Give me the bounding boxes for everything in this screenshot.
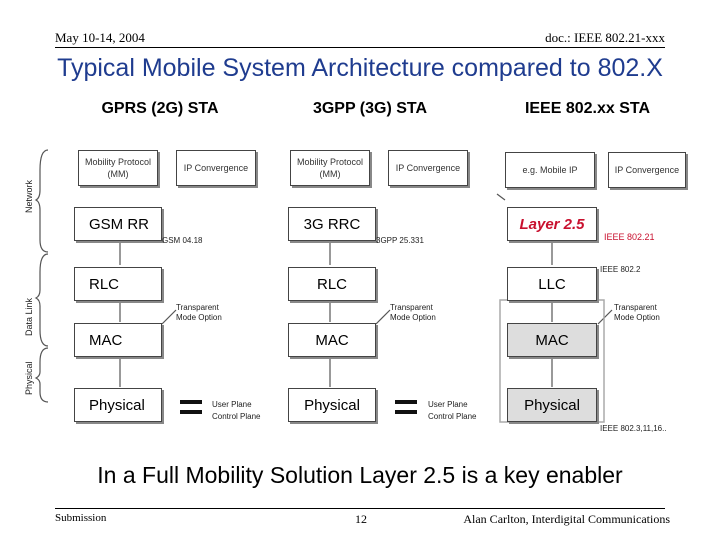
umts-mac-box: MAC <box>288 323 376 357</box>
ieee-phy-note: IEEE 802.3,11,16.. <box>600 424 667 433</box>
gprs-mac-box: MAC <box>74 323 162 357</box>
umts-rlc-box: RLC <box>288 267 376 301</box>
footer-author: Alan Carlton, Interdigital Communication… <box>463 512 670 526</box>
gprs-rlc-text: RLC <box>89 275 120 293</box>
gprs-rr-box: GSM RR <box>74 207 162 241</box>
user-plane-label-2: User Plane <box>428 400 468 409</box>
gprs-mobility-box: Mobility Protocol (MM) <box>78 150 158 186</box>
umts-rrc-text: 3G RRC <box>303 215 361 233</box>
page-number: 12 <box>355 512 367 526</box>
column-gprs: GPRS (2G) STA <box>101 100 219 117</box>
ieee-mobileip-text: e.g. Mobile IP <box>522 165 578 175</box>
gprs-rr-note: GSM 04.18 <box>162 236 203 245</box>
ieee-layer25-text: Layer 2.5 <box>519 215 585 233</box>
ieee-llc-text: LLC <box>538 275 566 293</box>
ieee-llc-box: LLC <box>507 267 597 301</box>
control-plane-label: Control Plane <box>212 412 261 421</box>
umts-mobility-box: Mobility Protocol (MM) <box>290 150 370 186</box>
umts-rrc-box: 3G RRC <box>288 207 376 241</box>
gprs-transparent-note: Transparent Mode Option <box>176 303 222 322</box>
gprs-ip-text: IP Convergence <box>183 163 249 173</box>
ieee-mac-text: MAC <box>535 331 569 349</box>
date-text: May 10-14, 2004 <box>55 30 145 45</box>
page-title: Typical Mobile System Architecture compa… <box>57 54 663 82</box>
control-plane-marker <box>180 410 202 414</box>
gprs-rlc-box: RLC <box>74 267 162 301</box>
user-plane-marker <box>180 400 202 404</box>
gprs-ip-box: IP Convergence <box>176 150 256 186</box>
footer-rule <box>55 508 665 509</box>
control-plane-label-2: Control Plane <box>428 412 477 421</box>
column-3gpp: 3GPP (3G) STA <box>312 100 428 117</box>
doc-id: doc.: IEEE 802.21-xxx <box>545 30 665 45</box>
ieee-phy-box: Physical <box>507 388 597 422</box>
ieee-llc-note: IEEE 802.2 <box>600 265 641 274</box>
umts-ip-text: IP Convergence <box>395 163 461 173</box>
ieee-mobileip-box: e.g. Mobile IP <box>505 152 595 188</box>
header-rule <box>55 47 665 48</box>
user-plane-marker-2 <box>395 400 417 404</box>
user-plane-label: User Plane <box>212 400 252 409</box>
umts-rrc-note: 3GPP 25.331 <box>376 236 424 245</box>
umts-phy-text: Physical <box>304 396 360 414</box>
umts-mac-text: MAC <box>315 331 349 349</box>
layer-braces <box>34 149 49 403</box>
ieee-mac-box: MAC <box>507 323 597 357</box>
ieee-ip-text: IP Convergence <box>614 165 680 175</box>
column-ieee: IEEE 802.xx STA <box>524 100 651 117</box>
footer-submission: Submission <box>55 512 107 524</box>
ieee-layer25-box: Layer 2.5 <box>507 207 597 241</box>
ieee-layer25-note: IEEE 802.21 <box>604 232 655 242</box>
gprs-phy-box: Physical <box>74 388 162 422</box>
umts-transparent-note: Transparent Mode Option <box>390 303 436 322</box>
umts-rlc-text: RLC <box>316 275 347 293</box>
umts-ip-box: IP Convergence <box>388 150 468 186</box>
gprs-rr-text: GSM RR <box>89 215 149 233</box>
gprs-mac-text: MAC <box>89 331 123 349</box>
gprs-mobility-text: Mobility Protocol (MM) <box>84 157 152 179</box>
ieee-transparent-note: Transparent Mode Option <box>614 303 660 322</box>
umts-phy-box: Physical <box>288 388 376 422</box>
gprs-phy-text: Physical <box>89 396 145 414</box>
key-message: In a Full Mobility Solution Layer 2.5 is… <box>97 462 623 488</box>
umts-mobility-text: Mobility Protocol (MM) <box>296 157 364 179</box>
ieee-ip-box: IP Convergence <box>608 152 686 188</box>
ieee-phy-text: Physical <box>524 396 580 414</box>
control-plane-marker-2 <box>395 410 417 414</box>
